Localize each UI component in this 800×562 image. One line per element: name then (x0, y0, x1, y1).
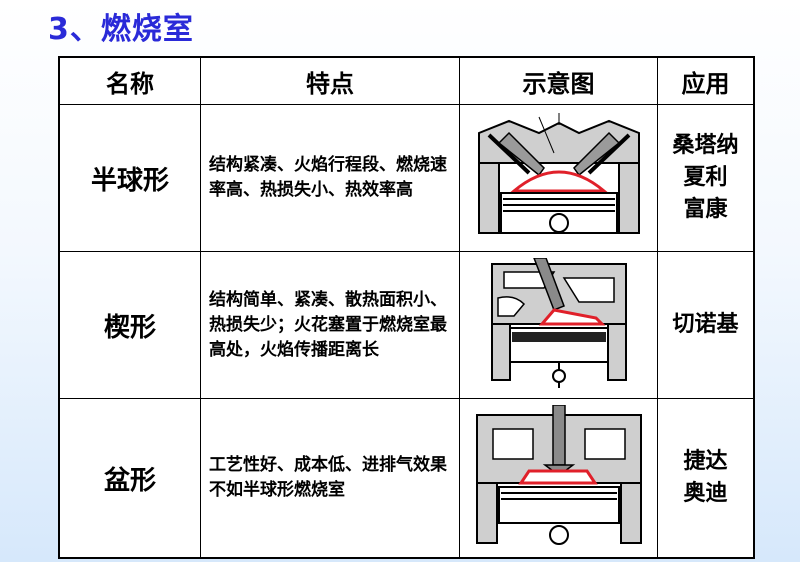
row-name-wedge: 楔形 (58, 251, 201, 399)
header-features: 特点 (200, 56, 460, 105)
header-name: 名称 (58, 56, 201, 105)
table-row: 盆形 工艺性好、成本低、进排气效果不如半球形燃烧室 捷达 奥迪 (58, 398, 755, 559)
header-application: 应用 (657, 56, 755, 105)
row-features-wedge: 结构简单、紧凑、散热面积小、热损失少；火花塞置于燃烧室最高处，火焰传播距离长 (200, 251, 460, 399)
features-text: 工艺性好、成本低、进排气效果不如半球形燃烧室 (209, 455, 447, 500)
row-application-bathtub: 捷达 奥迪 (657, 398, 755, 559)
row-application-hemispherical: 桑塔纳 夏利 富康 (657, 104, 755, 252)
wedge-chamber-diagram (459, 251, 658, 399)
engine-cross-section-icon (490, 258, 627, 388)
features-text: 结构简单、紧凑、散热面积小、热损失少；火花塞置于燃烧室最高处，火焰传播距离长 (209, 289, 447, 360)
hemispherical-chamber-diagram (459, 104, 658, 252)
row-name-bathtub: 盆形 (58, 398, 201, 559)
slide-title: 3、燃烧室 (48, 12, 194, 47)
table-row: 半球形 结构紧凑、火焰行程段、燃烧速率高、热损失小、热效率高 (58, 104, 755, 252)
header-diagram: 示意图 (459, 56, 658, 105)
row-name-hemispherical: 半球形 (58, 104, 201, 252)
row-features-hemispherical: 结构紧凑、火焰行程段、燃烧速率高、热损失小、热效率高 (200, 104, 460, 252)
table-row: 楔形 结构简单、紧凑、散热面积小、热损失少；火花塞置于燃烧室最高处，火焰传播距离… (58, 251, 755, 399)
combustion-chamber-table: 名称 特点 示意图 应用 半球形 结构紧凑、火焰行程段、燃烧速率高、热损失小、热… (58, 56, 755, 559)
engine-cross-section-icon (477, 113, 640, 234)
engine-cross-section-icon (475, 405, 642, 545)
row-application-wedge: 切诺基 (657, 251, 755, 399)
bathtub-chamber-diagram (459, 398, 658, 559)
table-header-row: 名称 特点 示意图 应用 (58, 56, 755, 105)
features-text: 结构紧凑、火焰行程段、燃烧速率高、热损失小、热效率高 (209, 155, 447, 200)
row-features-bathtub: 工艺性好、成本低、进排气效果不如半球形燃烧室 (200, 398, 460, 559)
